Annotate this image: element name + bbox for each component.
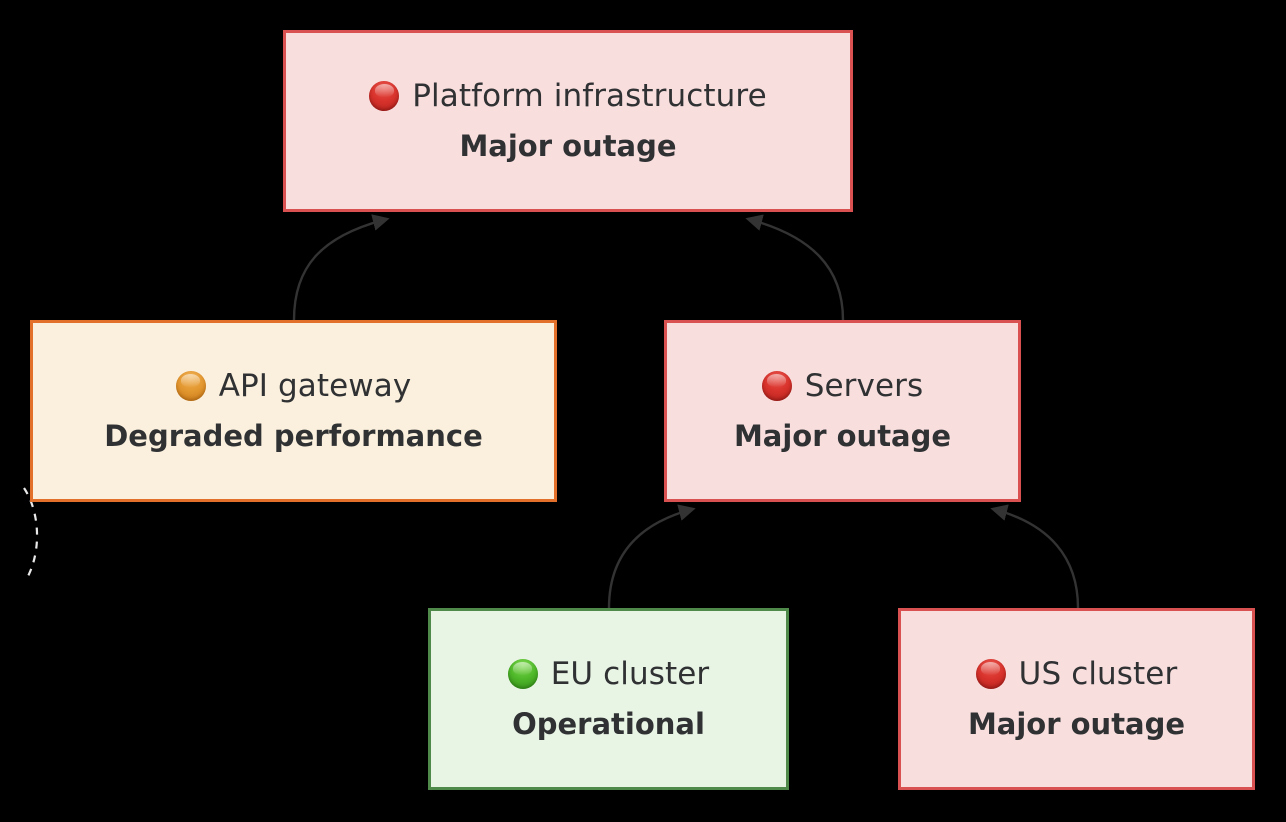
- status-dot-red-icon: [369, 81, 400, 112]
- node-title: EU cluster: [550, 655, 710, 692]
- node-platform-infrastructure[interactable]: Platform infrastructure Major outage: [283, 30, 853, 212]
- node-title-row: EU cluster: [507, 655, 710, 693]
- node-servers[interactable]: Servers Major outage: [664, 320, 1021, 502]
- edge-us-to-servers: [990, 504, 1080, 609]
- node-us-cluster[interactable]: US cluster Major outage: [898, 608, 1255, 790]
- node-status-label: Degraded performance: [104, 419, 483, 454]
- edge-eu-to-servers: [607, 504, 696, 609]
- node-title-row: Servers: [761, 367, 924, 405]
- status-dot-red-icon: [975, 659, 1006, 690]
- node-status-label: Major outage: [459, 129, 677, 164]
- node-title: API gateway: [218, 367, 412, 404]
- node-status-label: Operational: [512, 707, 705, 742]
- edge-servers-to-platform: [745, 214, 845, 321]
- edge-api-to-platform: [292, 214, 390, 321]
- node-status-label: Major outage: [733, 419, 952, 454]
- node-title-row: API gateway: [175, 367, 412, 405]
- node-api-gateway[interactable]: API gateway Degraded performance: [30, 320, 557, 502]
- node-eu-cluster[interactable]: EU cluster Operational: [428, 608, 789, 790]
- node-title: Servers: [804, 367, 924, 404]
- node-title: US cluster: [1018, 655, 1178, 692]
- node-title: Platform infrastructure: [412, 77, 767, 114]
- node-status-label: Major outage: [967, 707, 1186, 742]
- status-dot-orange-icon: [175, 371, 206, 402]
- status-dot-red-icon: [761, 371, 792, 402]
- node-title-row: US cluster: [975, 655, 1178, 693]
- status-dot-green-icon: [507, 659, 538, 690]
- node-title-row: Platform infrastructure: [369, 77, 767, 115]
